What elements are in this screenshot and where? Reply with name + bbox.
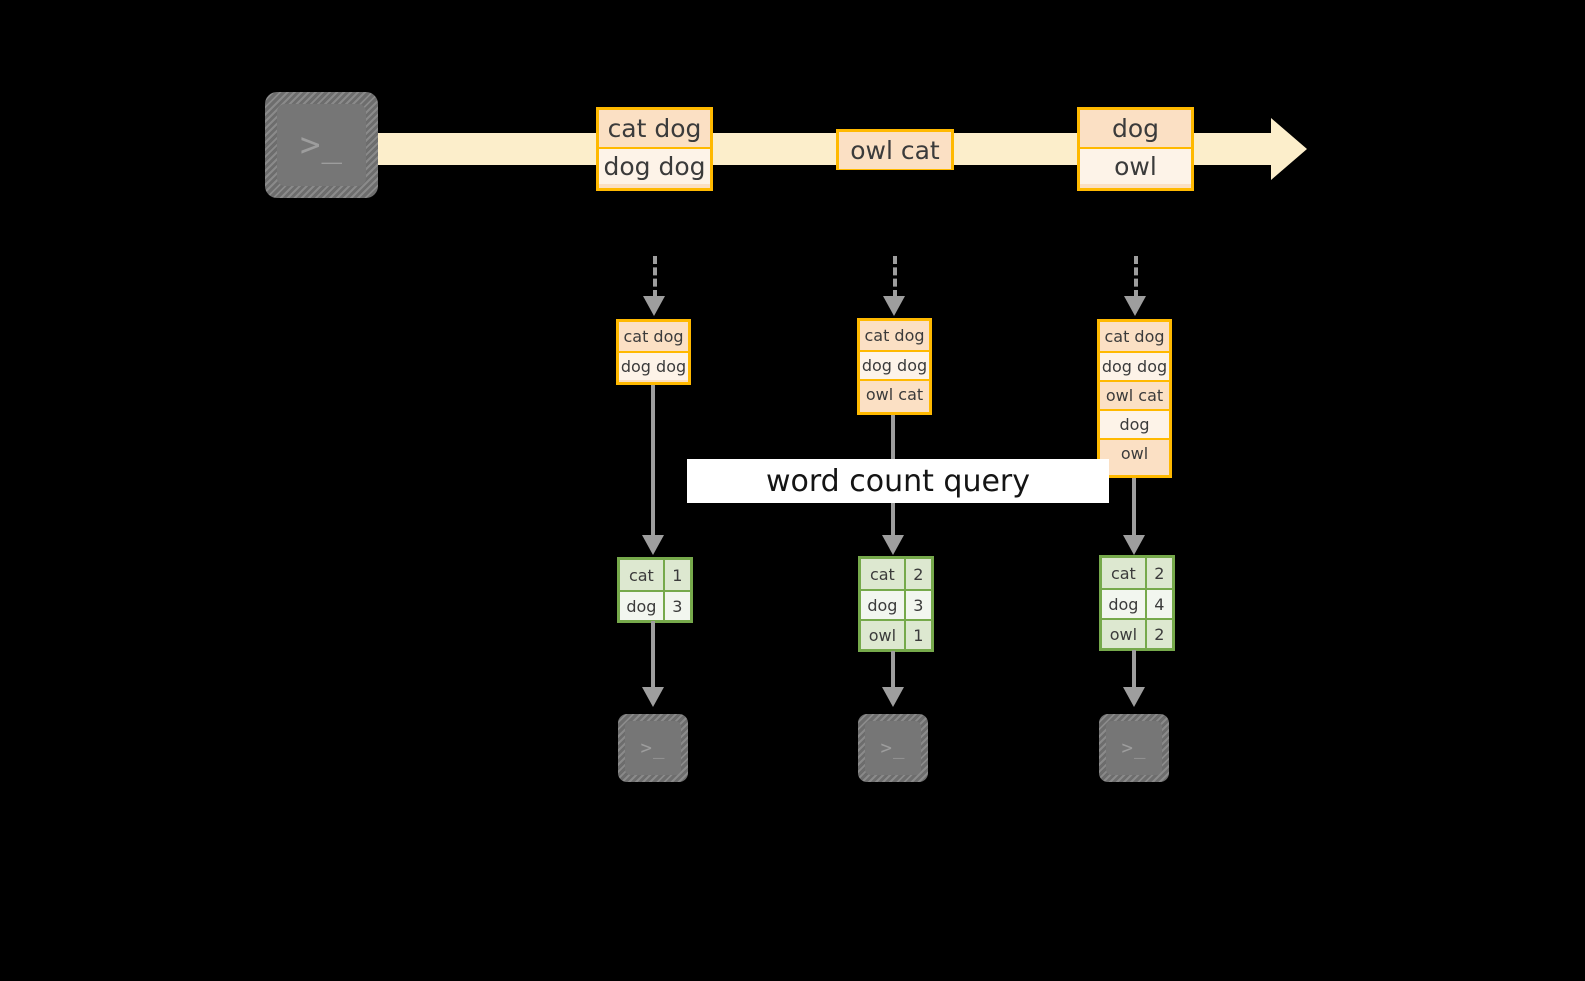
snapshot-box[interactable]: cat dog dog dog owl cat: [857, 318, 932, 415]
terminal-prompt-glyph: >_: [1121, 736, 1147, 759]
snapshot-line: cat dog: [1100, 322, 1169, 351]
table-row: owl 1: [861, 619, 931, 649]
stream-event-box[interactable]: dog owl: [1077, 107, 1194, 191]
stream-event-line: cat dog: [599, 110, 710, 147]
snapshot-line: owl: [1100, 438, 1169, 467]
terminal-screen: >_: [277, 104, 366, 186]
table-row: owl 2: [1102, 618, 1172, 648]
stream-to-snapshot-connector: [893, 256, 897, 298]
snapshot-line: cat dog: [860, 321, 929, 350]
snapshot-to-result-connector: [1132, 478, 1136, 537]
snapshot-to-result-arrowhead: [642, 535, 664, 555]
result-table[interactable]: cat 2 dog 3 owl 1: [858, 556, 934, 652]
stream-to-snapshot-arrowhead: [883, 296, 905, 316]
stream-to-snapshot-arrowhead: [643, 296, 665, 316]
snapshot-line: cat dog: [619, 322, 688, 351]
result-count: 3: [662, 592, 690, 620]
snapshot-line: owl cat: [860, 379, 929, 408]
table-row: dog 4: [1102, 588, 1172, 618]
result-to-sink-connector: [891, 651, 895, 689]
stream-event-box[interactable]: cat dog dog dog: [596, 107, 713, 191]
query-label: word count query: [765, 463, 1031, 499]
result-word: dog: [861, 591, 904, 619]
sink-terminal-icon[interactable]: >_: [858, 714, 928, 782]
result-count: 2: [903, 559, 931, 589]
result-count: 2: [1144, 558, 1172, 588]
source-terminal-icon[interactable]: >_: [265, 92, 378, 198]
stream-event-box[interactable]: owl cat: [836, 129, 954, 170]
terminal-screen: >_: [625, 721, 681, 775]
result-count: 1: [903, 621, 931, 649]
snapshot-line: dog dog: [619, 351, 688, 380]
result-to-sink-arrowhead: [642, 687, 664, 707]
stream-to-snapshot-connector: [1134, 256, 1138, 298]
result-to-sink-connector: [1132, 650, 1136, 689]
stream-timeline-arrowhead: [1271, 118, 1307, 180]
sink-terminal-icon[interactable]: >_: [618, 714, 688, 782]
result-word: cat: [620, 560, 663, 590]
snapshot-line: owl cat: [1100, 380, 1169, 409]
table-row: cat 1: [620, 560, 690, 590]
terminal-prompt-glyph: >_: [300, 125, 343, 165]
snapshot-line: dog dog: [860, 350, 929, 379]
snapshot-line: dog dog: [1100, 351, 1169, 380]
snapshot-to-result-connector: [651, 385, 655, 537]
terminal-prompt-glyph: >_: [880, 736, 906, 759]
result-word: dog: [620, 592, 663, 620]
result-to-sink-connector: [651, 621, 655, 689]
snapshot-box[interactable]: cat dog dog dog owl cat dog owl: [1097, 319, 1172, 478]
result-word: owl: [861, 621, 904, 649]
stream-event-line: dog dog: [599, 147, 710, 184]
result-word: owl: [1102, 620, 1145, 648]
result-to-sink-arrowhead: [882, 687, 904, 707]
snapshot-box[interactable]: cat dog dog dog: [616, 319, 691, 385]
result-count: 1: [662, 560, 690, 590]
table-row: cat 2: [861, 559, 931, 589]
snapshot-to-result-arrowhead: [882, 535, 904, 555]
table-row: dog 3: [620, 590, 690, 620]
query-banner: word count query: [687, 459, 1109, 503]
snapshot-line: dog: [1100, 409, 1169, 438]
result-word: cat: [1102, 558, 1145, 588]
stream-to-snapshot-connector: [653, 256, 657, 298]
result-count: 4: [1144, 590, 1172, 618]
stream-event-line: owl cat: [839, 132, 951, 169]
stream-to-snapshot-arrowhead: [1124, 296, 1146, 316]
result-count: 2: [1144, 620, 1172, 648]
snapshot-to-result-arrowhead: [1123, 535, 1145, 555]
result-word: cat: [861, 559, 904, 589]
table-row: dog 3: [861, 589, 931, 619]
terminal-prompt-glyph: >_: [640, 736, 666, 759]
stream-event-line: owl: [1080, 147, 1191, 184]
terminal-screen: >_: [1106, 721, 1162, 775]
result-table[interactable]: cat 1 dog 3: [617, 557, 693, 623]
result-table[interactable]: cat 2 dog 4 owl 2: [1099, 555, 1175, 651]
terminal-screen: >_: [865, 721, 921, 775]
stream-event-line: dog: [1080, 110, 1191, 147]
result-to-sink-arrowhead: [1123, 687, 1145, 707]
sink-terminal-icon[interactable]: >_: [1099, 714, 1169, 782]
result-count: 3: [903, 591, 931, 619]
table-row: cat 2: [1102, 558, 1172, 588]
result-word: dog: [1102, 590, 1145, 618]
